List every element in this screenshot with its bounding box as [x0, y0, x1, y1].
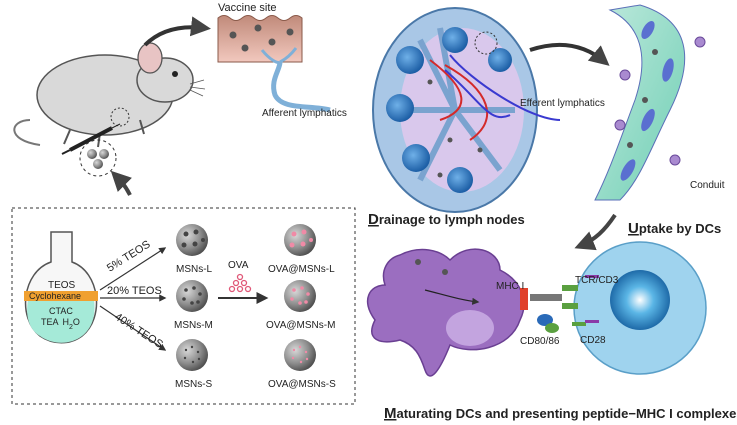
ova-msn-s-sphere [284, 339, 316, 371]
syringe-icon [61, 123, 121, 155]
maturating-title: Maturating DCs and presenting peptide−MH… [384, 405, 737, 422]
lymph-node [372, 7, 561, 213]
msn-l-sphere [176, 224, 208, 256]
arrow-to-vaccine-site [143, 16, 211, 47]
cd80-label: CD80/86 [520, 336, 560, 347]
label-msns-m: MSNs-M [174, 320, 213, 331]
label-20-teos: 20% TEOS [107, 285, 162, 297]
label-ova-msns-l: OVA@MSNs-L [268, 264, 335, 275]
label-5-teos: 5% TEOS [105, 239, 153, 275]
dendritic-cell [366, 248, 525, 377]
injected-particles [79, 139, 117, 177]
mouse-illustration [13, 42, 206, 148]
msn-m-sphere [176, 280, 208, 312]
efferent-label: Efferent lymphatics [520, 98, 605, 109]
conduit-label: Conduit [690, 180, 725, 191]
ova-msn-m-sphere [284, 280, 316, 312]
arrow-node-to-conduit [529, 42, 610, 66]
arrow-conduit-to-dc [574, 213, 617, 251]
tcr-label: TCR/CD3 [575, 275, 619, 286]
cd28-label: CD28 [580, 335, 606, 346]
msn-s-sphere [176, 339, 208, 371]
arrow-box-to-mouse [110, 170, 132, 196]
flask [24, 231, 98, 344]
label-ova: OVA [228, 260, 249, 271]
label-ova-msns-s: OVA@MSNs-S [268, 379, 336, 390]
t-cell [573, 241, 707, 375]
uptake-title: Uptake by DCs [628, 220, 721, 237]
vaccine-site: Vaccine site [217, 2, 331, 113]
ova-protein-icon [228, 273, 252, 293]
label-msns-l: MSNs-L [176, 264, 213, 275]
conduit-vessel [594, 4, 706, 201]
flask-teos: TEOS [48, 280, 76, 291]
label-40-teos: 40% TEOS [112, 311, 165, 351]
arrow-5-teos [99, 247, 167, 291]
mhc-label: MHC I [496, 281, 524, 292]
afferent-label: Afferent lymphatics [262, 108, 347, 119]
flask-cyclohexane: Cyclohexane [29, 291, 81, 301]
synthesis-box [11, 207, 356, 405]
label-ova-msns-m: OVA@MSNs-M [266, 320, 335, 331]
vaccine-site-label: Vaccine site [218, 2, 277, 14]
synapse-receptors [520, 275, 599, 333]
arrow-40-teos [99, 305, 167, 351]
ova-msn-l-sphere [284, 224, 316, 256]
flask-ctac: CTAC [49, 306, 73, 316]
drainage-title: Drainage to lymph nodes [368, 211, 525, 228]
label-msns-s: MSNs-S [175, 379, 213, 390]
